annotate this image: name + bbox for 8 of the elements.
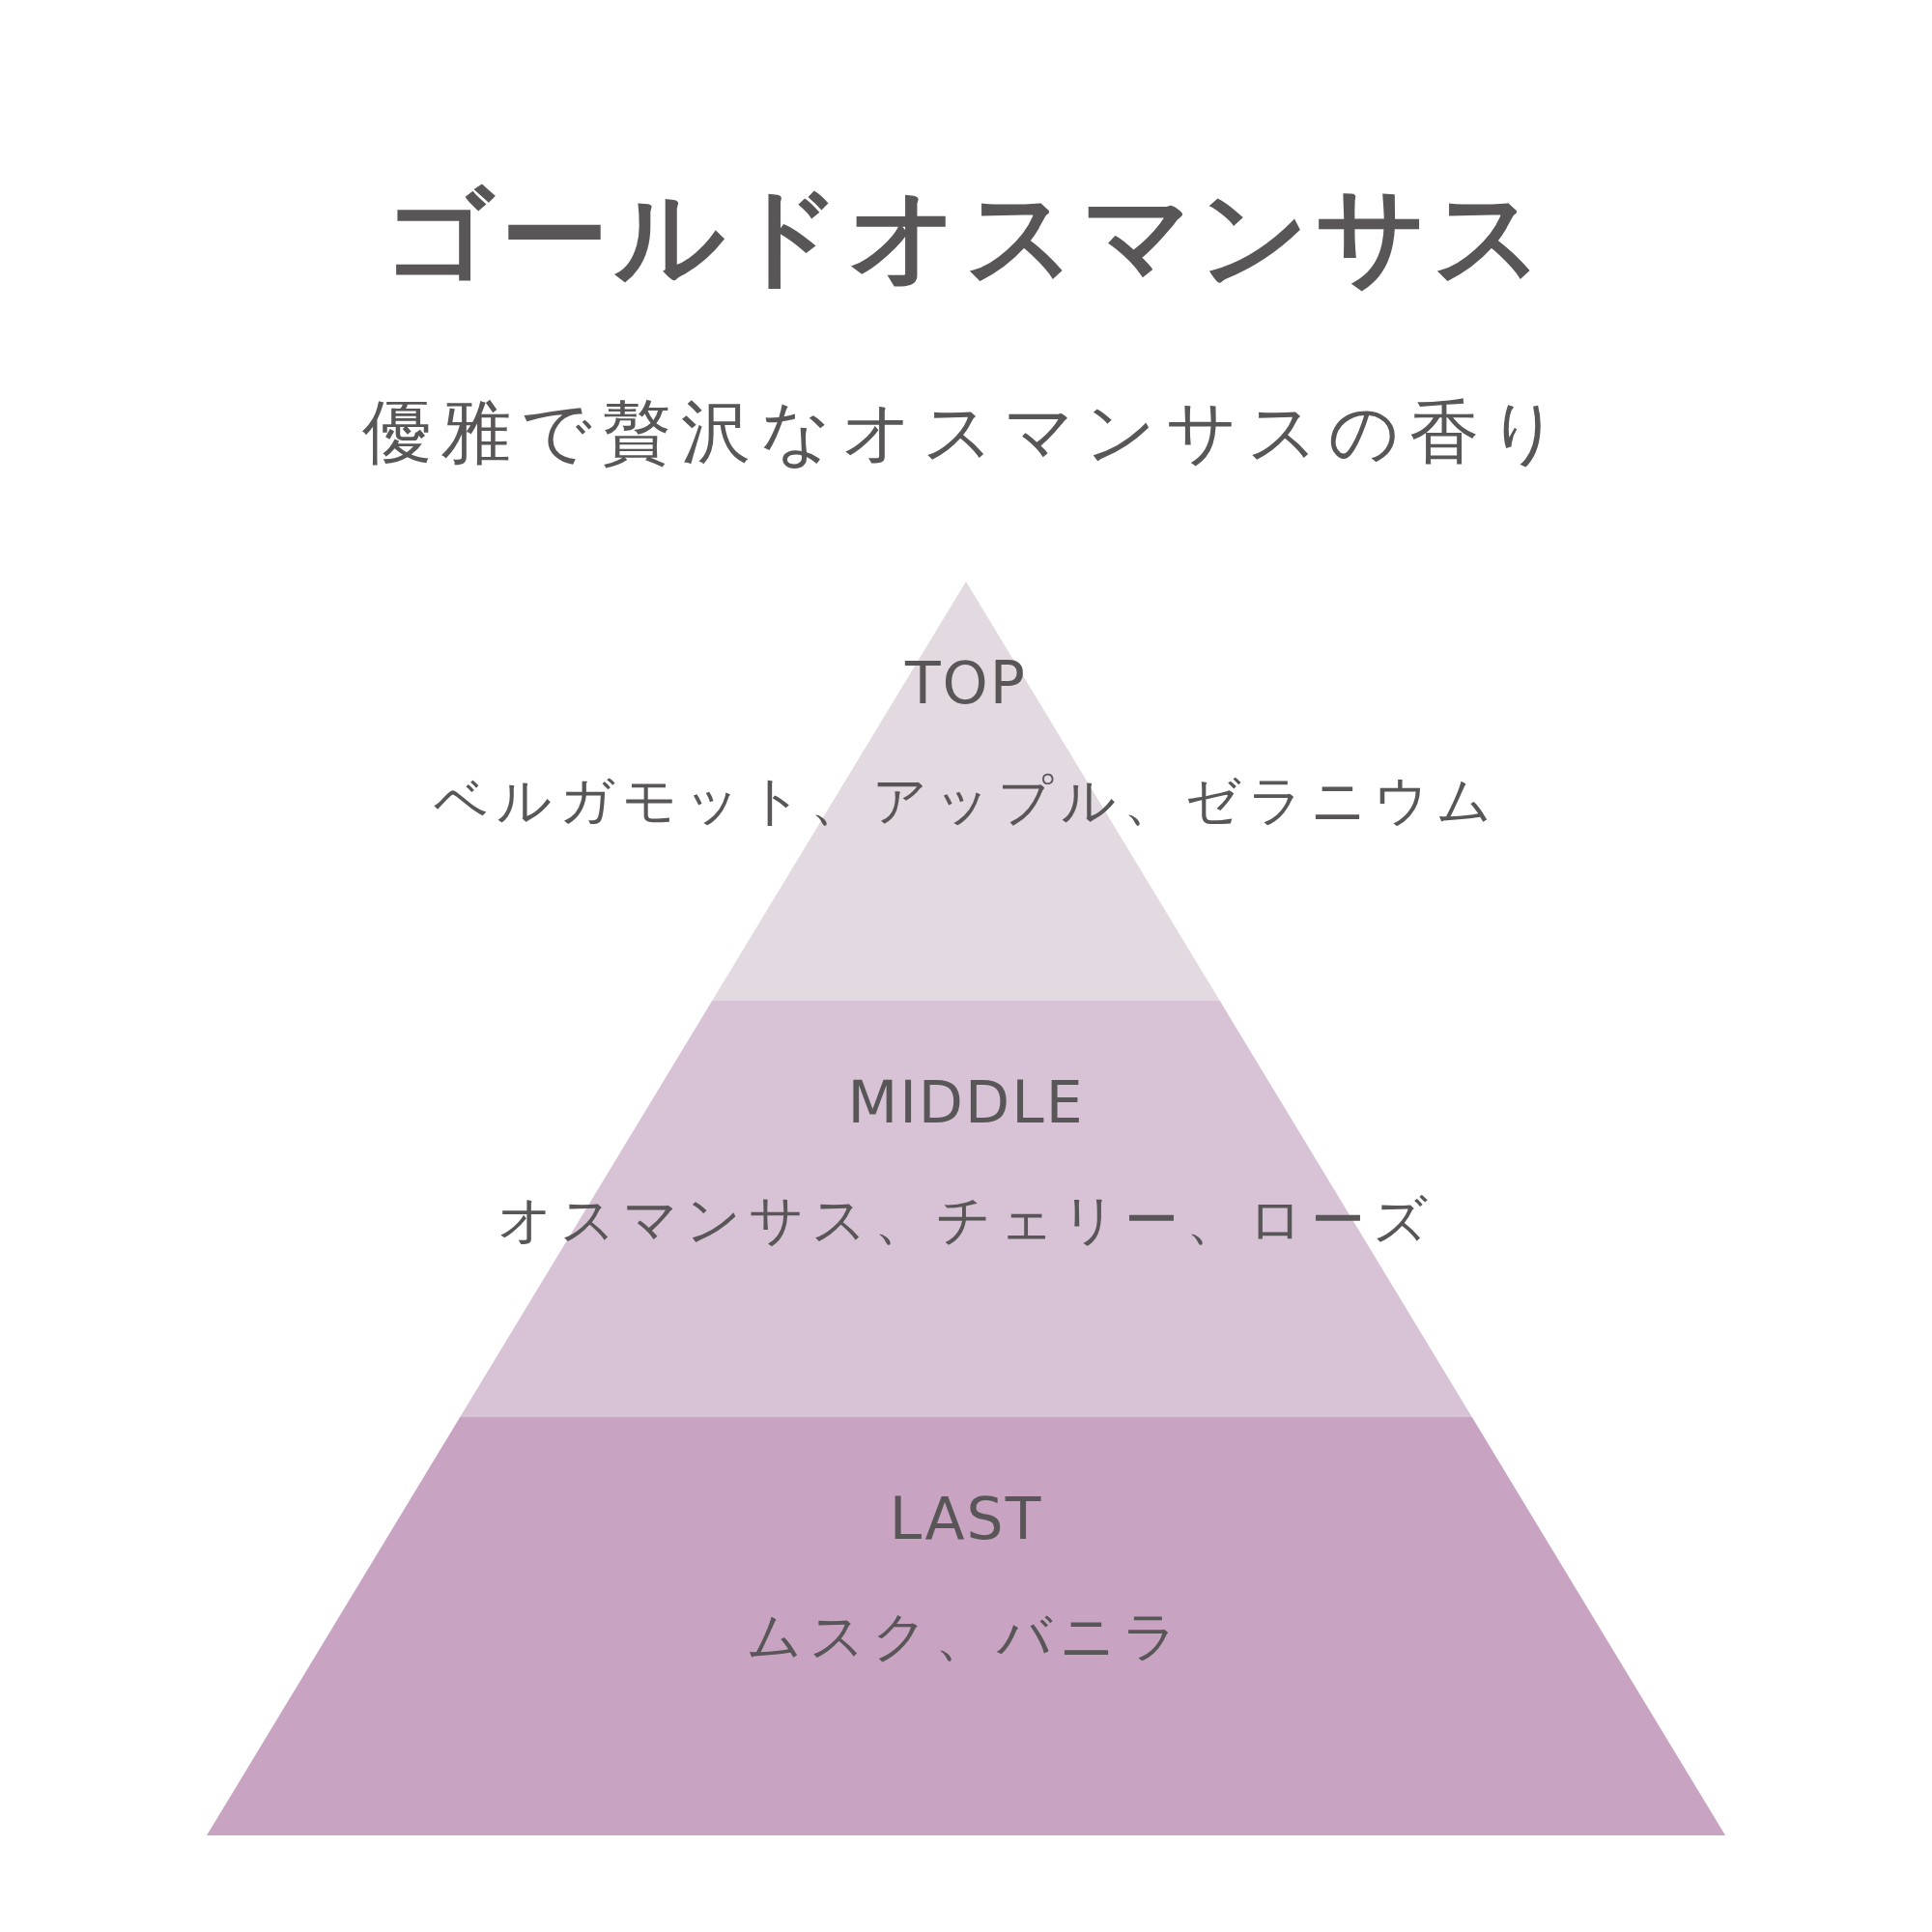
tier-heading: LAST — [888, 1485, 1044, 1552]
tier-heading: MIDDLE — [846, 1068, 1086, 1136]
title: ゴールドオスマンサス — [382, 172, 1550, 300]
note-list: ベルガモット、アップル、ゼラニウム — [207, 765, 1725, 838]
note-list: ムスク、バニラ — [207, 1601, 1725, 1674]
note-list: オスマンサス、チェリー、ローズ — [207, 1184, 1725, 1258]
subtitle: 優雅で贅沢なオスマンサスの香り — [361, 390, 1571, 474]
tier-heading: TOP — [903, 649, 1029, 717]
